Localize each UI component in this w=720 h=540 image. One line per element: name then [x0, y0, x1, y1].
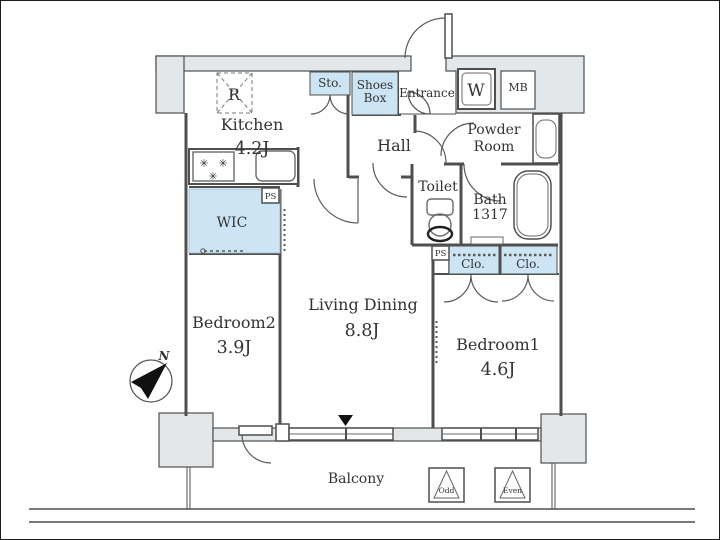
balcony-label: Balcony — [328, 471, 384, 487]
balcony-door-arc — [241, 433, 272, 464]
direction-marker — [338, 415, 353, 426]
entrance-label: Entrance — [399, 86, 455, 100]
shoes-box — [351, 71, 399, 116]
kitchen-counter: ✳ ✳ ✳ — [188, 148, 299, 185]
toilet-door-arc — [413, 130, 447, 164]
labels: Kitchen 4.2J Sto. Shoes Box Entrance W M… — [158, 76, 540, 495]
wic-label: WIC — [217, 215, 248, 231]
evacuation-hatch-even — [494, 467, 531, 503]
balcony-rails — [29, 463, 695, 523]
compass-icon — [129, 359, 173, 403]
pipe-space-1-box — [261, 187, 280, 204]
powder-door-arc — [440, 122, 475, 157]
door-arcs — [241, 13, 555, 464]
balcony-windows — [238, 415, 539, 442]
svg-text:Room: Room — [474, 139, 515, 155]
refrigerator-label: R — [228, 85, 241, 104]
closet-1-area — [448, 245, 500, 275]
hall-label: Hall — [377, 136, 411, 155]
storage-areas — [188, 71, 558, 275]
entrance-door-arc — [404, 17, 446, 59]
bath-label: Bath — [473, 192, 506, 208]
hatch-odd-label: Odd — [439, 486, 455, 495]
meter-box-label: MB — [508, 81, 527, 94]
pipe-space-1-label: PS — [265, 192, 277, 202]
bedroom1-size: 4.6J — [481, 360, 516, 380]
living-dining-size: 8.8J — [345, 321, 380, 341]
sliding-doors — [200, 209, 553, 366]
bedroom2-label: Bedroom2 — [192, 313, 276, 332]
svg-text:Box: Box — [364, 91, 387, 105]
bath-size: 1317 — [472, 207, 508, 223]
bedroom2-balcony-door — [238, 425, 273, 436]
bath-door-arc — [463, 163, 502, 202]
kitchen-label: Kitchen — [221, 115, 284, 134]
bedroom1-label: Bedroom1 — [456, 335, 540, 354]
living-dining-label: Living Dining — [308, 295, 417, 314]
svg-text:✳: ✳ — [208, 170, 217, 183]
storage-label: Sto. — [318, 76, 342, 90]
hatch-even-label: Even — [503, 486, 522, 495]
storage-door-arc — [310, 94, 331, 115]
bathtub-icon — [470, 170, 552, 245]
svg-text:✳: ✳ — [199, 157, 208, 170]
compass-north-label: N — [158, 349, 171, 363]
svg-text:✳: ✳ — [218, 157, 227, 170]
closet-2-area — [500, 245, 558, 275]
kitchen-size: 4.2J — [235, 139, 270, 159]
toilet-label: Toilet — [418, 179, 458, 195]
bedroom2-size: 3.9J — [217, 338, 252, 358]
hall-door-arc — [313, 178, 359, 224]
toilet-icon — [426, 198, 454, 243]
closet-1-label: Clo. — [461, 257, 485, 271]
evacuation-hatch-odd — [428, 467, 465, 503]
refrigerator-space — [216, 72, 253, 114]
washer-space — [457, 68, 496, 110]
pipe-space-2-label: PS — [435, 249, 447, 259]
powder-room-label: Powder — [467, 122, 521, 138]
vanity-icon — [532, 113, 560, 164]
closet-2-label: Clo. — [516, 257, 540, 271]
pipe-space-2-box — [431, 245, 450, 261]
sink-icon — [255, 150, 296, 182]
meter-box — [500, 70, 536, 110]
washer-label: W — [467, 81, 485, 101]
entrance-door-leaf — [444, 13, 453, 59]
closet-door-arcs — [443, 274, 472, 303]
shoes-box-label: Shoes — [357, 78, 393, 92]
stove-icon: ✳ ✳ ✳ — [192, 151, 235, 183]
